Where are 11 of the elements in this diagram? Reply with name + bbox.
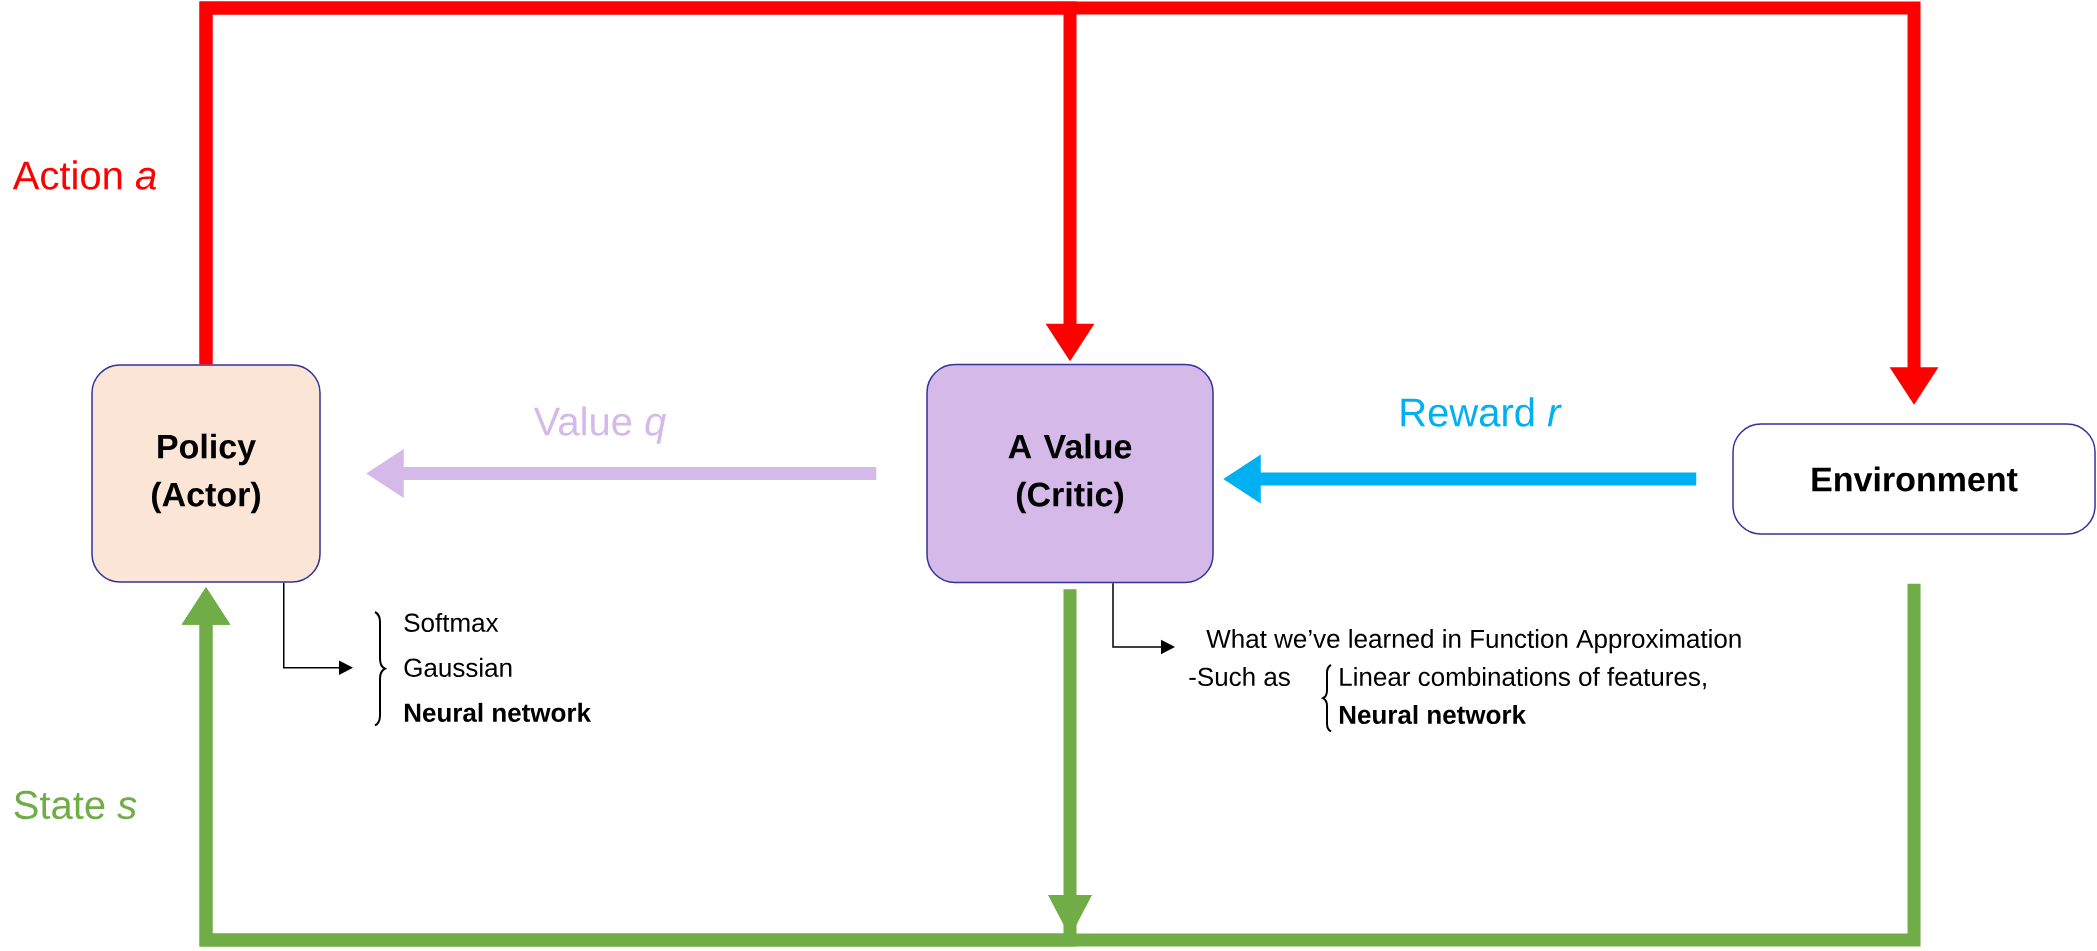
environment-box: Environment xyxy=(1732,423,2096,535)
critic-box: A Value (Critic) xyxy=(926,363,1214,584)
policy-box: Policy (Actor) xyxy=(91,364,321,583)
edge-label: Reward r xyxy=(1401,397,1562,427)
note-text: What we’ve learned in Function Approximation -Such as Linear combinations of features, Neural network xyxy=(1189,628,1741,733)
arrow xyxy=(181,583,1921,947)
leader-line xyxy=(283,582,353,675)
edge-label: State s xyxy=(14,790,137,820)
edge-label: Action a xyxy=(12,160,156,190)
edge-label: Value q xyxy=(533,406,667,444)
option-list: Softmax Gaussian Neural network xyxy=(374,611,592,727)
